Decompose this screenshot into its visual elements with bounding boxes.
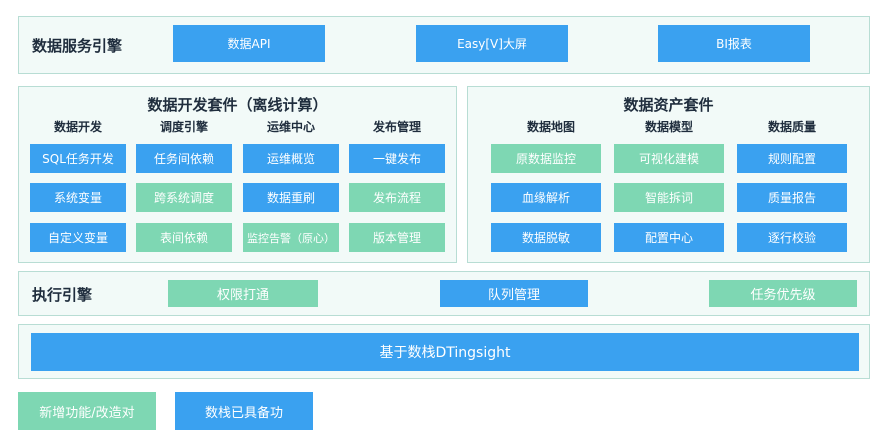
dev-col-header-ops: 运维中心: [266, 120, 315, 134]
asset-col-header-map: 数据地图: [526, 120, 575, 134]
system-variable-box: 系统变量: [30, 183, 126, 212]
metadata-monitor-box: 原数据监控: [491, 144, 601, 173]
asset-suite-title: 数据资产套件: [623, 96, 714, 114]
one-click-release-box: 一键发布: [349, 144, 445, 173]
table-dependency-box: 表间依赖: [136, 223, 232, 252]
easyv-screen-box: Easy[V]大屏: [416, 25, 568, 62]
ops-overview-box: 运维概览: [243, 144, 339, 173]
exec-engine-title: 执行引擎: [32, 286, 93, 304]
data-masking-box: 数据脱敏: [491, 223, 601, 252]
bi-report-box: BI报表: [658, 25, 810, 62]
lineage-parse-box: 血缘解析: [491, 183, 601, 212]
task-priority-box: 任务优先级: [709, 280, 857, 307]
base-platform-box: 基于数栈DTingsight: [31, 333, 859, 371]
data-rerun-box: 数据重刷: [243, 183, 339, 212]
data-api-box: 数据API: [173, 25, 325, 62]
version-management-box: 版本管理: [349, 223, 445, 252]
quality-report-box: 质量报告: [737, 183, 847, 212]
dev-col-header-release: 发布管理: [372, 120, 421, 134]
asset-col-header-model: 数据模型: [644, 120, 693, 134]
rule-config-box: 规则配置: [737, 144, 847, 173]
task-dependency-box: 任务间依赖: [136, 144, 232, 173]
permission-connect-box: 权限打通: [168, 280, 318, 307]
smart-tokenize-box: 智能拆词: [614, 183, 724, 212]
release-flow-box: 发布流程: [349, 183, 445, 212]
service-engine-title: 数据服务引擎: [32, 37, 123, 55]
legend-new-feature: 新增功能/改造对: [18, 392, 156, 430]
dev-suite-title: 数据开发套件（离线计算）: [147, 96, 328, 114]
queue-management-box: 队列管理: [440, 280, 588, 307]
monitor-alert-box: 监控告警（原心）: [243, 223, 339, 252]
cross-system-schedule-box: 跨系统调度: [136, 183, 232, 212]
custom-variable-box: 自定义变量: [30, 223, 126, 252]
visual-modeling-box: 可视化建模: [614, 144, 724, 173]
dev-col-header-develop: 数据开发: [53, 120, 102, 134]
dev-col-header-scheduler: 调度引擎: [159, 120, 208, 134]
row-check-box: 逐行校验: [737, 223, 847, 252]
legend-existing-feature: 数栈已具备功: [175, 392, 313, 430]
sql-task-dev-box: SQL任务开发: [30, 144, 126, 173]
asset-col-header-quality: 数据质量: [767, 120, 816, 134]
config-center-box: 配置中心: [614, 223, 724, 252]
